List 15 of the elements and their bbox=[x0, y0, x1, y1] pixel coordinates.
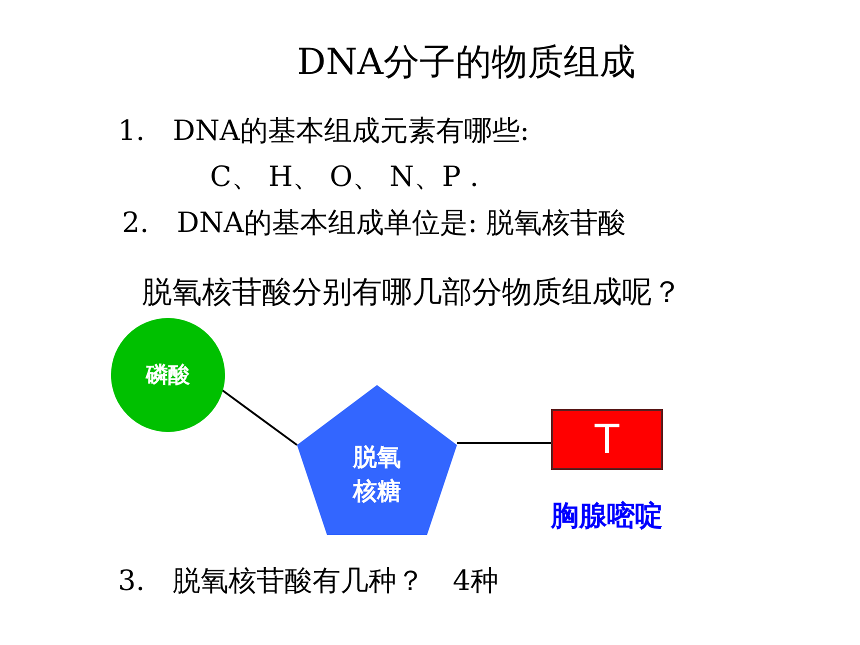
base-box bbox=[551, 409, 663, 470]
node-label: 磷酸 bbox=[146, 362, 190, 390]
node-label: 脱氧核糖 bbox=[351, 442, 402, 507]
pentagon-node bbox=[297, 385, 457, 535]
connector-line bbox=[457, 442, 551, 444]
base-name: 胸腺嘧啶 bbox=[551, 498, 663, 534]
circle-node bbox=[111, 318, 225, 432]
connector-line bbox=[221, 389, 298, 446]
node-label: T bbox=[594, 416, 620, 462]
text-line: 2. DNA的基本组成单位是: 脱氧核苷酸 bbox=[122, 205, 626, 241]
title: DNA分子的物质组成 bbox=[297, 41, 636, 85]
question-text: 脱氧核苷酸分别有哪几部分物质组成呢？ bbox=[142, 274, 682, 312]
text-line: 3. 脱氧核苷酸有几种？ 4种 bbox=[118, 563, 499, 599]
text-line: 1. DNA的基本组成元素有哪些: bbox=[118, 113, 530, 149]
text-line: C、 H、 O、 N、P . bbox=[210, 159, 479, 195]
